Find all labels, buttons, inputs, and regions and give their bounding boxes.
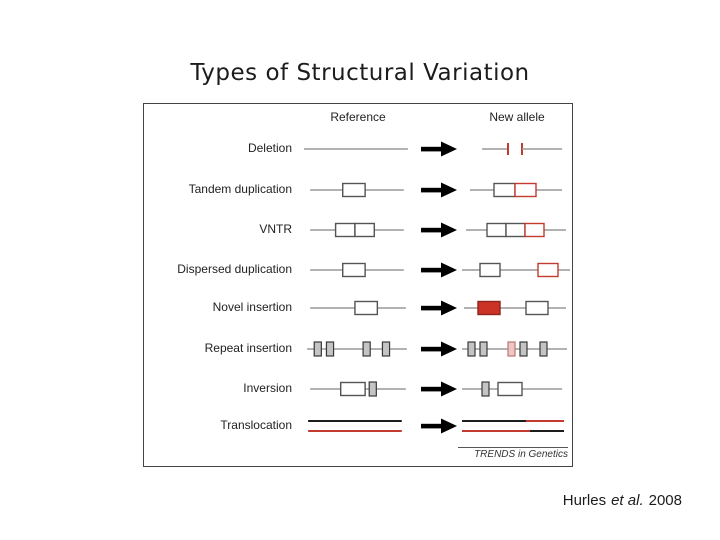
new-allele-diagram [462,262,570,278]
citation-author: Hurles [562,492,607,509]
arrow-icon [421,182,457,198]
arrow-icon [421,222,457,238]
variation-row: Deletion [144,136,572,162]
variation-row: Tandem duplication [144,177,572,203]
new-allele-diagram [464,300,566,316]
citation-year: 2008 [648,492,682,509]
new-allele-diagram [466,222,566,238]
citation-etal: et al. [611,492,644,509]
variation-row: Dispersed duplication [144,257,572,283]
reference-diagram [310,222,404,238]
new-allele-diagram [462,381,562,397]
row-label: Translocation [220,418,292,432]
reference-diagram [310,262,404,278]
citation: Hurles et al. 2008 [563,492,682,509]
arrow-icon [421,262,457,278]
new-allele-diagram [482,143,562,155]
new-allele-diagram [470,182,562,198]
column-header-reference: Reference [330,110,386,124]
reference-diagram [310,300,406,316]
arrow-icon [421,300,457,316]
variation-row: Translocation [144,413,572,439]
arrow-icon [421,418,457,434]
arrow-icon [421,341,457,357]
new-allele-diagram [462,420,564,432]
row-label: Inversion [243,381,292,395]
reference-diagram [307,341,407,357]
reference-diagram [308,420,402,432]
reference-diagram [304,148,408,150]
arrow-icon [421,141,457,157]
row-label: Dispersed duplication [177,262,292,276]
column-header-new-allele: New allele [489,110,545,124]
reference-diagram [310,182,404,198]
row-label: Tandem duplication [188,182,292,196]
variation-row: VNTR [144,217,572,243]
reference-diagram [310,381,406,397]
row-label: Novel insertion [212,300,292,314]
arrow-icon [421,381,457,397]
row-label: Repeat insertion [204,341,292,355]
variation-row: Inversion [144,376,572,402]
variation-row: Repeat insertion [144,336,572,362]
row-label: Deletion [247,141,292,155]
variation-row: Novel insertion [144,295,572,321]
journal-credit: TRENDS in Genetics [458,447,568,460]
row-label: VNTR [259,222,292,236]
slide-title: Types of Structural Variation [190,60,530,86]
new-allele-diagram [462,341,567,357]
